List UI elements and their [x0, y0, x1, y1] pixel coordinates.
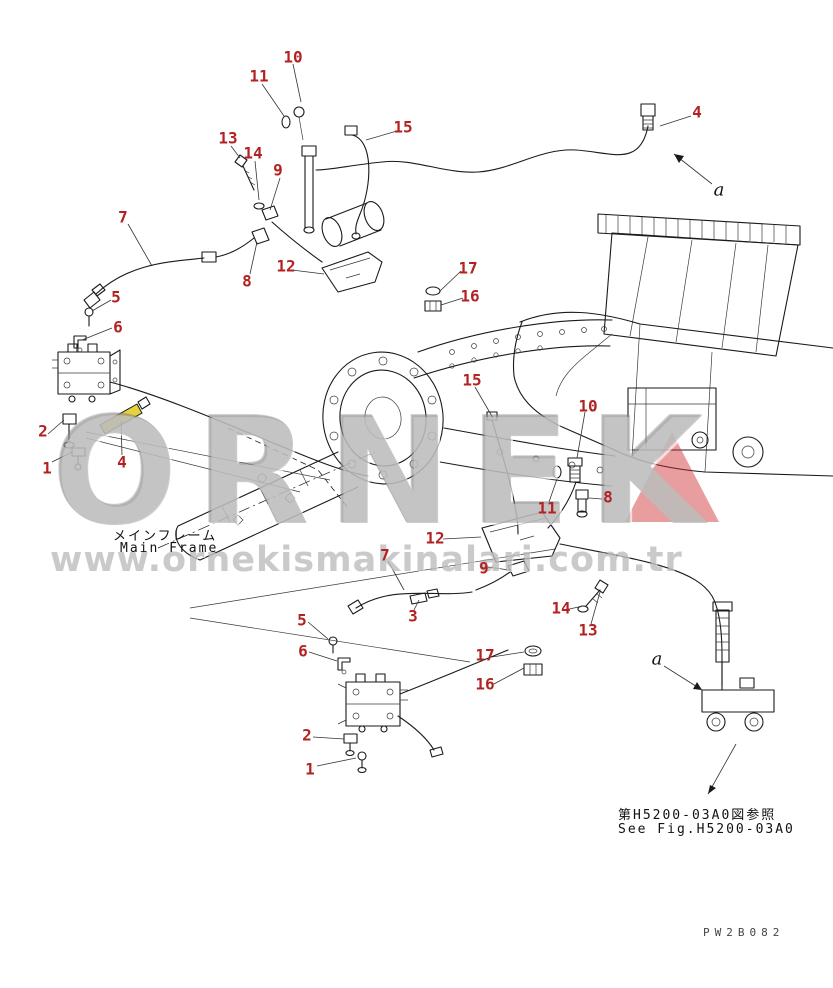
- highlighted-hose-segment: [99, 396, 151, 435]
- left-valve-assembly: [52, 343, 369, 477]
- right-fitting-assembly: [663, 601, 775, 795]
- leader-lines: [47, 63, 692, 767]
- axle-assembly: [85, 351, 556, 663]
- main-frame-structure: [413, 213, 833, 487]
- upper-hose-group: [73, 103, 713, 353]
- lower-valve-assembly: [337, 649, 509, 774]
- watermark-logo-triangle: [625, 432, 719, 522]
